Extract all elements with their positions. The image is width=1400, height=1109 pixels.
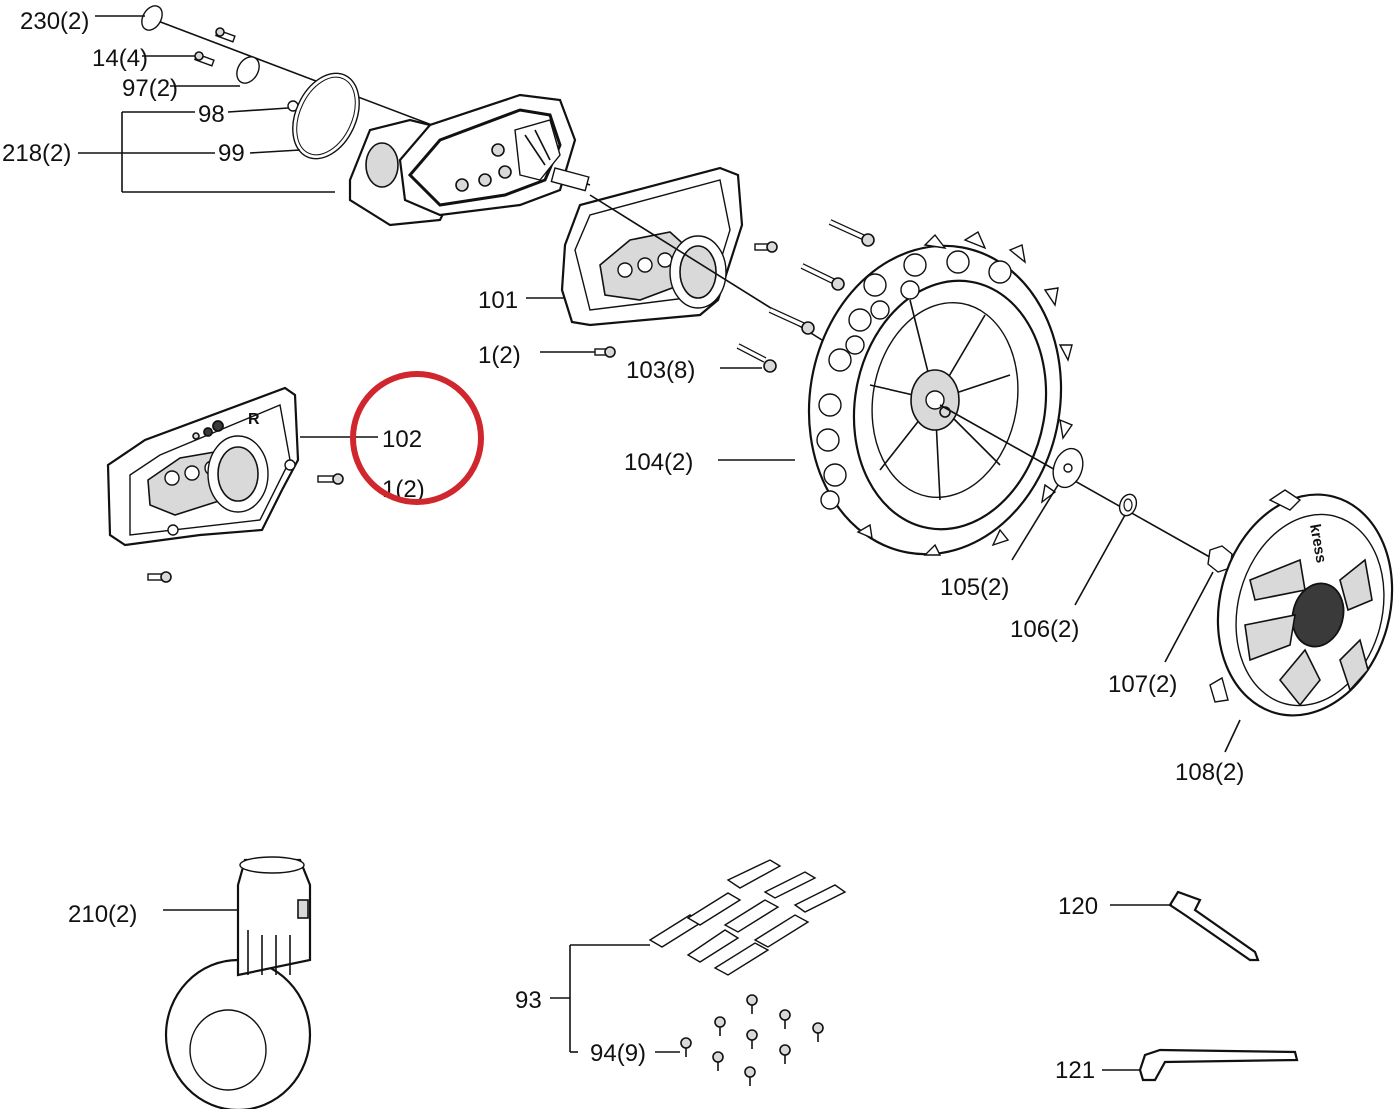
label-105: 105(2) — [940, 574, 1009, 601]
label-107: 107(2) — [1108, 671, 1177, 698]
label-121: 121 — [1055, 1057, 1095, 1084]
highlight-circle — [350, 371, 484, 505]
bolts-103 — [720, 219, 875, 373]
label-108: 108(2) — [1175, 759, 1244, 786]
label-103: 103(8) — [626, 357, 695, 384]
label-106: 106(2) — [1010, 616, 1079, 643]
battery-210 — [163, 856, 312, 1109]
label-218: 218(2) — [2, 140, 71, 167]
gear-cover-102: R — [106, 386, 378, 547]
leaders-top-left — [78, 15, 335, 193]
label-104: 104(2) — [624, 449, 693, 476]
label-102: 102 — [382, 426, 422, 453]
gearbox-body — [348, 93, 590, 227]
label-101: 101 — [478, 287, 518, 314]
part-labels: 230(2) 14(4) 97(2) 98 218(2) 99 101 1(2)… — [2, 8, 1244, 1084]
gear-letter: R — [248, 411, 260, 428]
label-97: 97(2) — [122, 75, 178, 102]
wheel-cleats — [816, 230, 1074, 556]
label-210: 210(2) — [68, 901, 137, 928]
oring-99 — [292, 72, 360, 160]
label-14: 14(4) — [92, 45, 148, 72]
nut-107 — [1164, 545, 1233, 663]
hubcap-brand: kress — [1306, 523, 1330, 565]
label-1-upper: 1(2) — [478, 342, 521, 369]
plate-97 — [236, 56, 260, 84]
hex-key-120 — [1110, 890, 1260, 962]
hubcap-108: kress — [1209, 489, 1394, 753]
disc-230 — [141, 5, 163, 31]
label-98: 98 — [198, 101, 225, 128]
screw-1-lower — [147, 473, 344, 583]
gearbox-assembly — [141, 5, 591, 227]
wheel-104 — [807, 230, 1216, 561]
washer-106 — [1074, 493, 1138, 606]
label-94: 94(9) — [590, 1040, 646, 1067]
label-120: 120 — [1058, 893, 1098, 920]
screw-14 — [194, 27, 236, 67]
washer-105 — [1011, 447, 1084, 561]
label-93: 93 — [515, 987, 542, 1014]
screw-1-upper — [540, 241, 778, 358]
torx-key-121 — [1102, 1048, 1299, 1082]
blades-93 — [550, 859, 847, 1053]
label-230: 230(2) — [20, 8, 89, 35]
label-99: 99 — [218, 140, 245, 167]
screws-94 — [655, 994, 824, 1086]
cover-101 — [560, 166, 831, 346]
